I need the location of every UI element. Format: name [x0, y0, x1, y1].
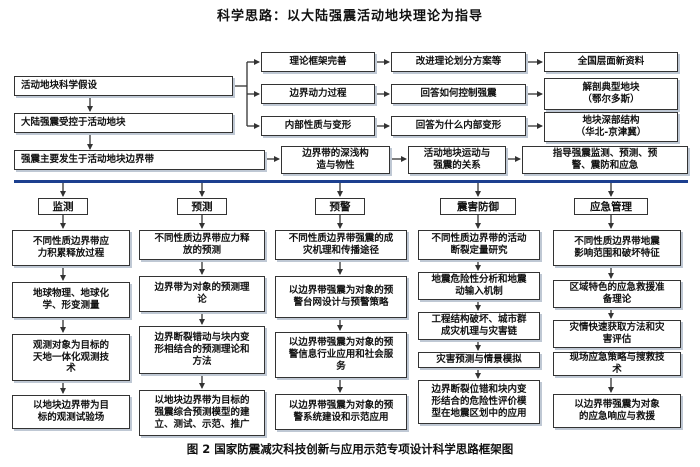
block-motion-text: 活动地块运动与 强震的关系	[423, 148, 491, 171]
monitoring-item-2: 地球物理、地球化 学、形变测量	[12, 282, 130, 318]
deep-shallow-text: 边界带的深浅构 造与物性	[302, 148, 369, 171]
theory-framework-box: 理论框架完善	[261, 52, 375, 72]
monitoring-item-2-text: 地球物理、地球化 学、形变测量	[32, 288, 109, 311]
ordos-text: 解剖典型地块 （鄂尔多斯）	[582, 82, 640, 105]
national-data-text: 全国层面新资料	[577, 56, 645, 68]
defense-item-3-text: 工程结构破坏、城市群 成灾机理与灾害链	[431, 314, 527, 337]
defense-item-2: 地震危险性分析和地震 动输入机制	[418, 272, 540, 300]
prediction-item-1-text: 不同性质边界带应力释 放的预测	[154, 233, 250, 256]
category-prediction: 预测	[177, 198, 227, 215]
diagram-title: 科学思路：以大陆强震活动地块理论为指导	[216, 9, 483, 24]
emergency-item-5: 以边界带强震为对象 的应急响应与救援	[553, 394, 681, 428]
prediction-item-3: 边界断裂错动与块内变 形相结合的预测理论和 方法	[139, 326, 265, 374]
deep-structure-box: 地块深部结构 （华北-京津冀）	[544, 112, 678, 142]
improve-theory-box: 改进理论划分方案等	[391, 52, 526, 72]
monitoring-item-3-text: 观测对象为目标的 天地一体化观测技 术	[32, 339, 109, 375]
warning-item-3-text: 以边界带强震为对象的预 警信息行业应用和社会服 务	[288, 337, 394, 372]
warning-item-2-text: 以边界带强震为对象的预 警台网设计与预警策略	[288, 285, 394, 308]
defense-item-2-text: 地震危险性分析和地震 动输入机制	[431, 274, 527, 297]
boundary-text: 强震主要发生于活动地块边界带	[21, 154, 155, 166]
main-divider-line	[14, 180, 688, 183]
why-deform-box: 回答为什么内部变形	[391, 116, 526, 136]
prediction-item-4-text: 以地块边界带为目标的 强震综合预测模型的建 立、测试、示范、推广	[154, 395, 250, 430]
driven-box: 大陆强震受控于活动地块	[14, 113, 233, 133]
defense-item-5: 边界断裂位错和块内变 形结合的危险性评价模 型在地震区划中的应用	[418, 380, 540, 424]
deep-shallow-box: 边界带的深浅构 造与物性	[281, 146, 390, 174]
defense-item-1: 不同性质边界带的活动 断裂定量研究	[418, 230, 540, 260]
guidance-text: 指导强震监测、预测、预 警、震防和应急	[552, 148, 658, 171]
monitoring-item-1: 不同性质边界带应 力积累释放过程	[12, 230, 130, 266]
guidance-box: 指导强震监测、预测、预 警、震防和应急	[522, 146, 688, 174]
defense-item-4-text: 灾害预测与情景模拟	[436, 354, 522, 366]
category-disaster-defense: 震害防御	[440, 198, 516, 215]
prediction-item-2: 边界带为对象的预测理 论	[139, 276, 265, 312]
emergency-item-4-text: 现场应急策略与搜救技 术	[569, 352, 665, 375]
warning-item-3: 以边界带强震为对象的预 警信息行业应用和社会服 务	[275, 332, 407, 378]
ordos-box: 解剖典型地块 （鄂尔多斯）	[544, 78, 678, 110]
warning-item-1: 不同性质边界带强震的成 灾机理和传播途径	[275, 230, 407, 260]
emergency-item-2: 区域特色的应急救援准 备理论	[553, 280, 681, 308]
internal-deformation-text: 内部性质与变形	[284, 120, 352, 132]
category-emergency: 应急管理	[574, 198, 648, 215]
category-warning: 预警	[315, 198, 365, 215]
emergency-item-3: 灾情快速获取方法和灾 害评估	[553, 320, 681, 348]
defense-item-4: 灾害预测与情景模拟	[418, 352, 540, 368]
defense-item-5-text: 边界断裂位错和块内变 形结合的危险性评价模 型在地震区划中的应用	[431, 384, 527, 419]
hypothesis-text: 活动地块科学假设	[21, 80, 98, 92]
national-data-box: 全国层面新资料	[544, 52, 678, 72]
defense-item-3: 工程结构破坏、城市群 成灾机理与灾害链	[418, 312, 540, 340]
monitoring-item-4: 以地块边界带为目 标的观测试验场	[12, 395, 130, 429]
monitoring-item-4-text: 以地块边界带为目 标的观测试验场	[32, 400, 109, 423]
theory-framework-text: 理论框架完善	[289, 56, 347, 68]
prediction-item-1: 不同性质边界带应力释 放的预测	[139, 230, 265, 260]
emergency-item-5-text: 以边界带强震为对象 的应急响应与救援	[574, 399, 660, 422]
emergency-item-2-text: 区域特色的应急救援准 备理论	[569, 282, 665, 305]
boundary-box: 强震主要发生于活动地块边界带	[14, 150, 265, 170]
warning-item-2: 以边界带强震为对象的预 警台网设计与预警策略	[275, 276, 407, 318]
why-deform-text: 回答为什么内部变形	[415, 120, 502, 132]
defense-item-1-text: 不同性质边界带的活动 断裂定量研究	[431, 233, 527, 256]
monitoring-item-3: 观测对象为目标的 天地一体化观测技 术	[12, 334, 130, 381]
deep-structure-text: 地块深部结构 （华北-京津冀）	[575, 115, 647, 138]
emergency-item-4: 现场应急策略与搜救技 术	[553, 352, 681, 376]
monitoring-item-1-text: 不同性质边界带应 力积累释放过程	[32, 236, 109, 259]
warning-item-4-text: 以边界带强震为对象的预 警系统建设和示范应用	[288, 400, 394, 423]
driven-text: 大陆强震受控于活动地块	[21, 117, 126, 129]
prediction-item-2-text: 边界带为对象的预测理 论	[154, 282, 250, 305]
control-earthquake-text: 回答如何控制强震	[420, 88, 497, 100]
category-monitoring: 监测	[38, 198, 88, 215]
emergency-item-1-text: 不同性质边界带地震 影响范围和破坏特征	[574, 236, 660, 259]
warning-item-4: 以边界带强震为对象的预 警系统建设和示范应用	[275, 394, 407, 430]
boundary-dynamics-text: 边界动力过程	[289, 88, 347, 100]
prediction-item-3-text: 边界断裂错动与块内变 形相结合的预测理论和 方法	[154, 332, 250, 367]
emergency-item-3-text: 灾情快速获取方法和灾 害评估	[569, 322, 665, 345]
control-earthquake-box: 回答如何控制强震	[391, 84, 526, 104]
improve-theory-text: 改进理论划分方案等	[415, 56, 502, 68]
emergency-item-1: 不同性质边界带地震 影响范围和破坏特征	[553, 230, 681, 266]
figure-caption: 图 2 国家防震减灾科技创新与应用示范专项设计科学思路框架图	[186, 442, 514, 456]
internal-deformation-box: 内部性质与变形	[261, 116, 375, 136]
boundary-dynamics-box: 边界动力过程	[261, 84, 375, 104]
block-motion-box: 活动地块运动与 强震的关系	[408, 146, 506, 174]
prediction-item-4: 以地块边界带为目标的 强震综合预测模型的建 立、测试、示范、推广	[139, 390, 265, 436]
warning-item-1-text: 不同性质边界带强震的成 灾机理和传播途径	[288, 233, 394, 256]
hypothesis-box: 活动地块科学假设	[14, 76, 233, 96]
